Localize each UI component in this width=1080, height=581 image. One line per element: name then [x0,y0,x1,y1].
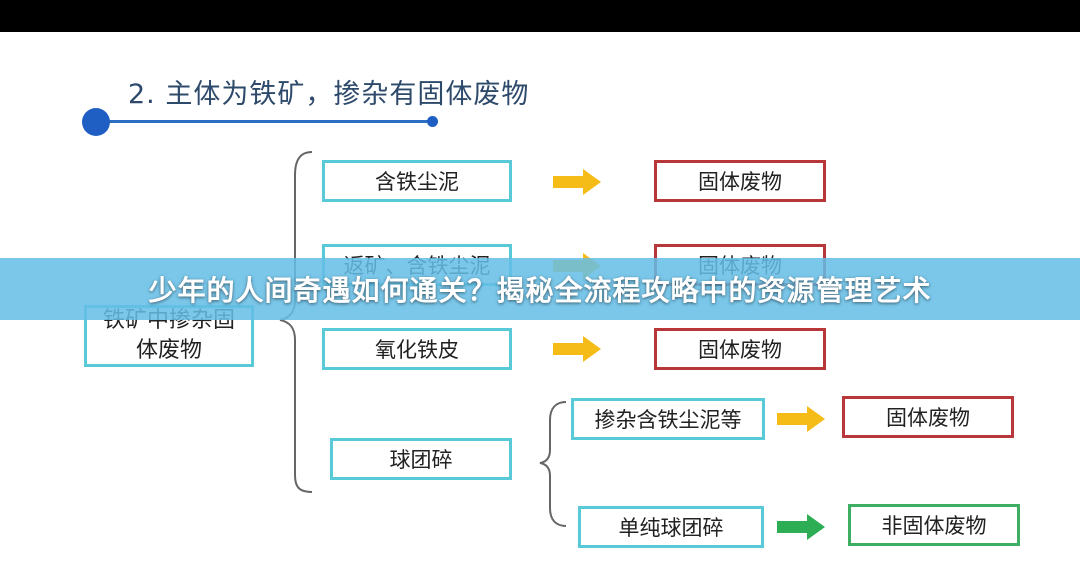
timeline-end-dot [427,116,438,127]
source-box-pure-pellet-label: 单纯球团碎 [618,516,724,540]
target-box-waste-row1-label: 固体废物 [698,170,782,194]
source-box-pure-pellet: 单纯球团碎 [578,506,764,548]
source-box-iron-oxide-label: 氧化铁皮 [375,338,459,362]
timeline-start-dot [82,108,110,136]
top-black-bar [0,0,1080,32]
arrow-yellow-pellet1 [777,406,825,432]
target-box-waste-row1: 固体废物 [654,160,826,202]
source-box-pellet-label: 球团碎 [389,448,453,472]
target-box-nonwaste-pellet2-label: 非固体废物 [881,514,987,538]
arrow-yellow-row3 [553,336,601,362]
target-box-nonwaste-pellet2: 非固体废物 [848,504,1020,546]
source-box-dust: 含铁尘泥 [322,160,512,202]
arrow-yellow-row1 [553,169,601,195]
source-box-dust-label: 含铁尘泥 [375,170,459,194]
timeline-line [96,120,432,123]
root-box-line2: 体废物 [135,338,202,363]
target-box-waste-pellet1-label: 固体废物 [886,406,970,430]
source-box-mixed-dust: 掺杂含铁尘泥等 [571,398,765,440]
target-box-waste-row3: 固体废物 [654,328,826,370]
title-banner: 少年的人间奇遇如何通关？揭秘全流程攻略中的资源管理艺术 [0,258,1080,320]
banner-title: 少年的人间奇遇如何通关？揭秘全流程攻略中的资源管理艺术 [148,274,932,307]
section-heading: 2. 主体为铁矿，掺杂有固体废物 [128,79,530,110]
pellet-bracket [539,401,567,527]
source-box-pellet: 球团碎 [330,438,512,480]
arrow-green-pellet2 [777,514,825,540]
target-box-waste-row3-label: 固体废物 [698,338,782,362]
source-box-mixed-dust-label: 掺杂含铁尘泥等 [594,408,742,432]
target-box-waste-pellet1: 固体废物 [842,396,1014,438]
main-bracket [279,151,313,493]
source-box-iron-oxide: 氧化铁皮 [322,328,512,370]
